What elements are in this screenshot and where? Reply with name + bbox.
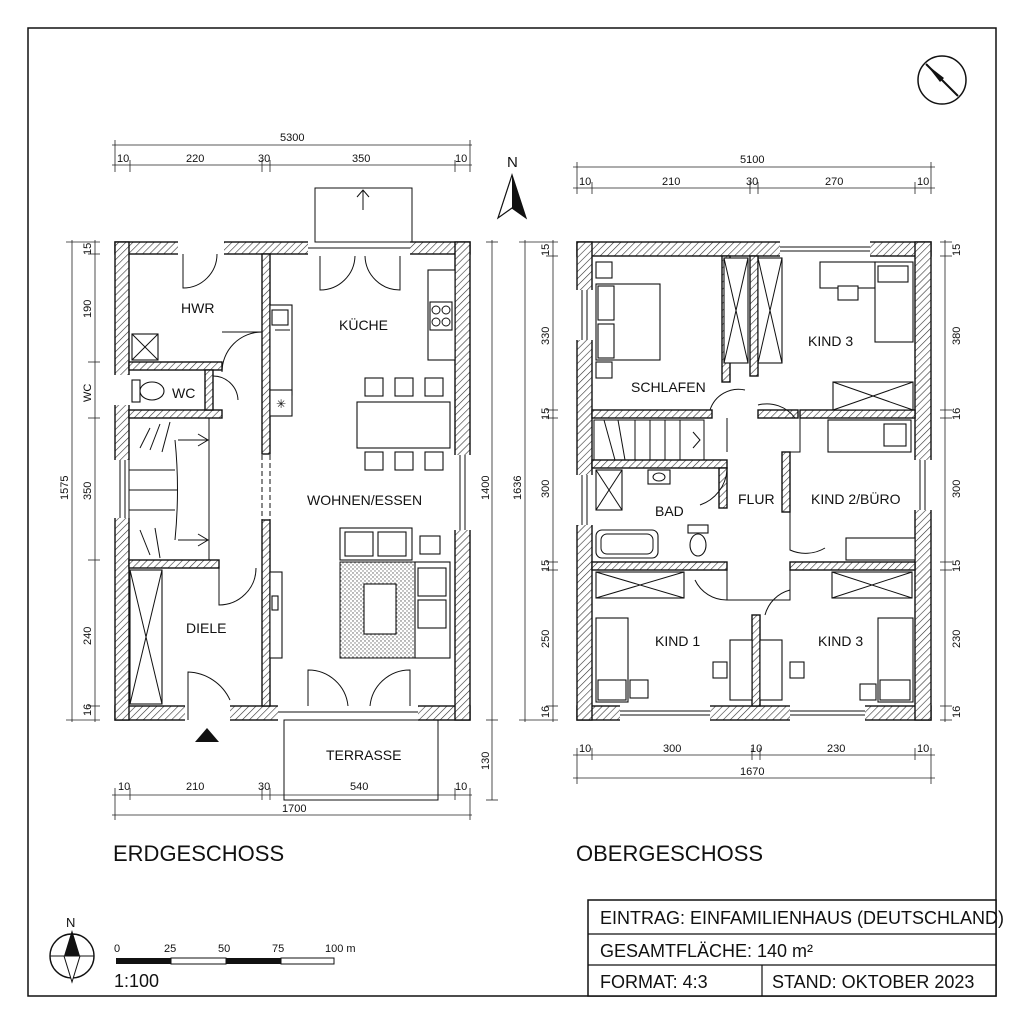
svg-text:210: 210 — [662, 176, 680, 188]
room-label-diele: DIELE — [186, 620, 226, 636]
svg-text:WC: WC — [82, 384, 94, 402]
svg-text:16: 16 — [82, 704, 94, 716]
svg-text:1670: 1670 — [740, 766, 764, 778]
ground-dims-bottom: 10 210 30 540 10 1700 — [112, 781, 472, 820]
upper-dims-left: 1636 15 330 15 300 15 250 16 — [512, 240, 558, 722]
title-block: EINTRAG: EINFAMILIENHAUS (DEUTSCHLAND) G… — [587, 899, 1004, 997]
room-label-schlafen: SCHLAFEN — [631, 379, 706, 395]
svg-text:10: 10 — [118, 781, 130, 793]
svg-text:15: 15 — [540, 560, 552, 572]
svg-text:10: 10 — [117, 153, 129, 165]
svg-text:250: 250 — [540, 630, 552, 648]
upper-staircase — [593, 419, 705, 461]
upper-floor-plan: SCHLAFEN KIND 3 BAD FLUR KIND 2/BÜRO KIN… — [512, 154, 963, 866]
svg-text:15: 15 — [951, 244, 963, 256]
svg-text:210: 210 — [186, 781, 204, 793]
svg-text:10: 10 — [579, 743, 591, 755]
svg-text:30: 30 — [258, 153, 270, 165]
ground-dims-left: 1575 15 190 WC 350 240 16 — [59, 240, 100, 722]
room-label-kind3-top: KIND 3 — [808, 333, 853, 349]
svg-text:220: 220 — [186, 153, 204, 165]
svg-text:380: 380 — [951, 327, 963, 345]
svg-text:15: 15 — [540, 408, 552, 420]
svg-text:1400: 1400 — [480, 476, 492, 500]
svg-text:✳: ✳ — [276, 397, 286, 411]
svg-text:230: 230 — [951, 630, 963, 648]
compass-icon — [917, 55, 967, 105]
scale-ratio: 1:100 — [114, 971, 159, 991]
svg-text:15: 15 — [540, 244, 552, 256]
upper-dims-right: 15 380 16 300 15 230 16 — [940, 240, 963, 722]
entrance-marker-icon — [195, 728, 219, 742]
svg-text:130: 130 — [480, 752, 492, 770]
room-label-flur: FLUR — [738, 491, 775, 507]
title-block-date: STAND: OKTOBER 2023 — [772, 972, 974, 992]
scale-bar — [116, 957, 335, 965]
svg-text:1636: 1636 — [512, 476, 524, 500]
svg-text:30: 30 — [258, 781, 270, 793]
room-label-kind3-bottom: KIND 3 — [818, 633, 863, 649]
title-block-entry: EINTRAG: EINFAMILIENHAUS (DEUTSCHLAND) — [600, 908, 1004, 928]
svg-text:300: 300 — [540, 480, 552, 498]
north-arrow-icon — [496, 173, 528, 220]
svg-text:330: 330 — [540, 327, 552, 345]
ground-dims-top: 5300 10 220 30 350 10 — [112, 132, 472, 172]
svg-text:240: 240 — [82, 627, 94, 645]
room-label-bad: BAD — [655, 503, 684, 519]
svg-text:10: 10 — [917, 743, 929, 755]
upper-dims-top: 5100 10 210 30 270 10 — [573, 154, 935, 194]
svg-text:1575: 1575 — [59, 476, 71, 500]
svg-text:190: 190 — [82, 300, 94, 318]
ground-dims-right: 1400 130 — [480, 240, 498, 801]
room-label-terrasse: TERRASSE — [326, 747, 401, 763]
svg-text:5300: 5300 — [280, 132, 304, 144]
room-label-hwr: HWR — [181, 300, 214, 316]
svg-text:10: 10 — [917, 176, 929, 188]
room-label-kind2: KIND 2/BÜRO — [811, 490, 901, 507]
room-label-kind1: KIND 1 — [655, 633, 700, 649]
svg-text:350: 350 — [352, 153, 370, 165]
scale-legend: N 0 25 50 75 100 m 1:100 — [49, 915, 356, 991]
upper-floor-title: OBERGESCHOSS — [576, 841, 763, 866]
room-label-wc: WC — [172, 385, 195, 401]
svg-text:30: 30 — [746, 176, 758, 188]
room-label-kueche: KÜCHE — [339, 316, 388, 333]
svg-text:16: 16 — [951, 706, 963, 718]
svg-text:5100: 5100 — [740, 154, 764, 166]
svg-text:50: 50 — [218, 943, 230, 955]
svg-text:0: 0 — [114, 943, 120, 955]
sheet-frame — [27, 27, 997, 997]
svg-text:16: 16 — [951, 408, 963, 420]
upper-dims-bottom: 10 300 10 230 10 1670 — [573, 743, 935, 784]
svg-text:15: 15 — [82, 243, 94, 255]
svg-text:1700: 1700 — [282, 803, 306, 815]
svg-text:540: 540 — [350, 781, 368, 793]
svg-text:10: 10 — [455, 781, 467, 793]
title-block-format: FORMAT: 4:3 — [600, 972, 708, 992]
north-rose-icon — [49, 930, 95, 984]
svg-text:230: 230 — [827, 743, 845, 755]
ground-floor-plan: ✳ N HWR WC KÜCHE WOHNEN/E — [59, 132, 528, 866]
svg-text:100 m: 100 m — [325, 943, 356, 955]
title-block-area: GESAMTFLÄCHE: 140 m² — [600, 941, 813, 961]
svg-text:10: 10 — [750, 743, 762, 755]
room-label-wohnen: WOHNEN/ESSEN — [307, 492, 422, 508]
svg-text:16: 16 — [540, 706, 552, 718]
svg-text:25: 25 — [164, 943, 176, 955]
svg-text:15: 15 — [951, 560, 963, 572]
staircase — [128, 417, 210, 561]
ground-floor-title: ERDGESCHOSS — [113, 841, 284, 866]
svg-text:10: 10 — [455, 153, 467, 165]
svg-text:10: 10 — [579, 176, 591, 188]
svg-text:300: 300 — [663, 743, 681, 755]
svg-text:300: 300 — [951, 480, 963, 498]
svg-text:350: 350 — [82, 482, 94, 500]
north-label: N — [507, 154, 518, 171]
svg-text:270: 270 — [825, 176, 843, 188]
svg-text:75: 75 — [272, 943, 284, 955]
scale-north-label: N — [66, 915, 75, 930]
